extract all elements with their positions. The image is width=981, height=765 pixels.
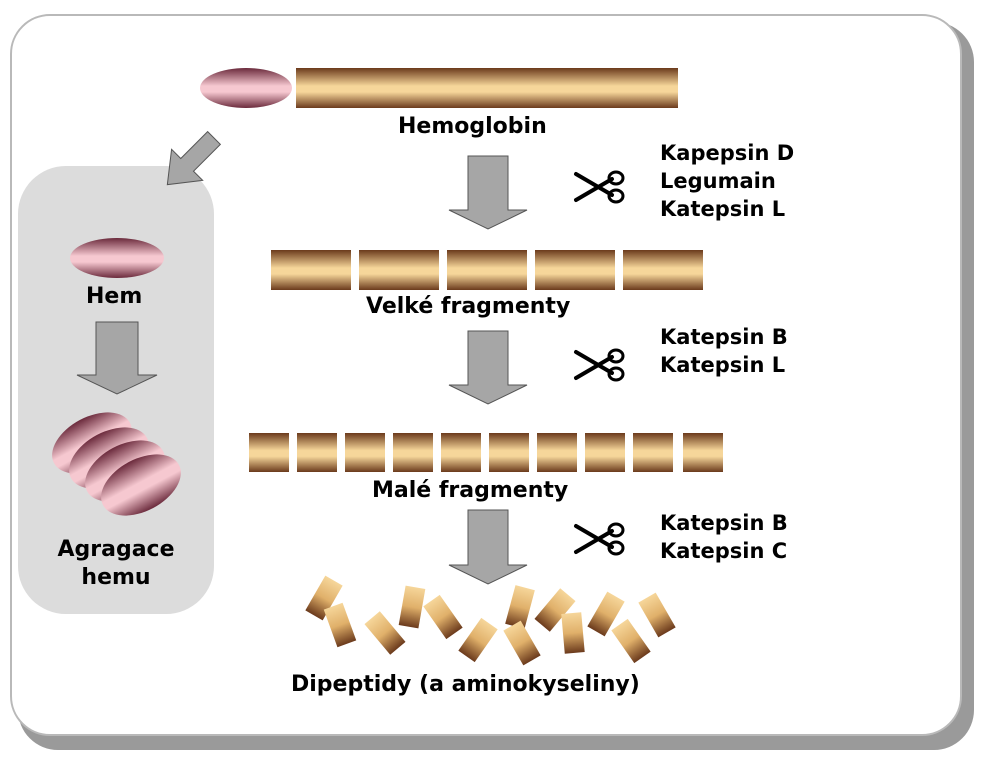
- heme-aggregate: [52, 412, 181, 516]
- small-fragments-label: Malé fragmenty: [372, 478, 569, 503]
- small-fragments: [249, 433, 723, 472]
- step2-arrow: [448, 330, 528, 405]
- hemoglobin-chain: [296, 68, 678, 108]
- enzyme-label: Kapepsin D: [660, 141, 795, 165]
- large-fragments-label: Velké fragmenty: [366, 294, 571, 319]
- step3-arrow: [448, 509, 528, 585]
- dipeptides-label: Dipeptidy (a aminokyseliny): [291, 672, 640, 697]
- heme-label: Hem: [86, 284, 143, 309]
- dipeptides: [305, 575, 676, 666]
- scissors-icon: [574, 522, 625, 556]
- step2-enzymes: Katepsin B Katepsin L: [660, 323, 788, 379]
- scissors-icon: [574, 170, 625, 204]
- aggregation-arrow: [76, 321, 158, 395]
- hemoglobin-label: Hemoglobin: [398, 114, 547, 139]
- enzyme-label: Katepsin C: [660, 539, 788, 563]
- enzyme-label: Legumain: [660, 169, 776, 193]
- enzyme-label: Katepsin B: [660, 511, 788, 535]
- enzyme-label: Katepsin L: [660, 353, 786, 377]
- step3-enzymes: Katepsin B Katepsin C: [660, 509, 788, 565]
- heme-release-arrow: [166, 130, 222, 186]
- scissors-icon: [574, 348, 625, 382]
- step1-enzymes: Kapepsin D Legumain Katepsin L: [660, 139, 794, 223]
- enzyme-label: Katepsin B: [660, 325, 788, 349]
- large-fragments: [271, 250, 703, 290]
- aggregation-label-line2: hemu: [81, 565, 151, 590]
- free-heme: [70, 238, 164, 278]
- step1-arrow: [448, 155, 528, 230]
- aggregation-label-line1: Agragace: [57, 537, 175, 562]
- enzyme-label: Katepsin L: [660, 197, 786, 221]
- hemoglobin-heme: [200, 68, 292, 108]
